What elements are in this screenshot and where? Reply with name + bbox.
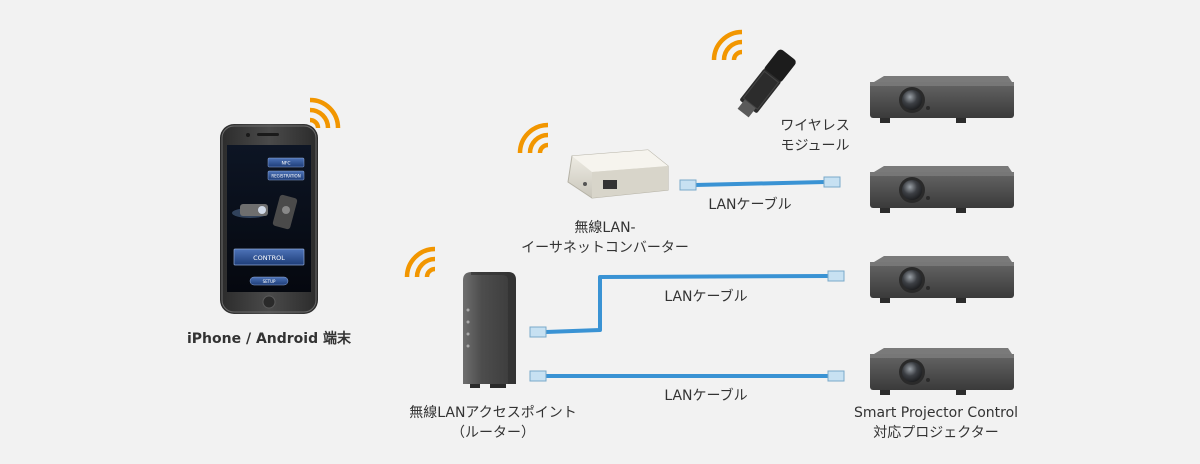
router-caption-line2: （ルーター） (451, 425, 535, 441)
lan-cable-router-projector-4 (529, 370, 845, 382)
projectors-caption-line2: 対応プロジェクター (873, 425, 999, 441)
converter-caption: 無線LAN- イーサネットコンバーター (480, 218, 730, 258)
lan-cable-label-3: LANケーブル (664, 388, 748, 404)
wireless-module-caption: ワイヤレス モジュール (750, 116, 880, 156)
projector-3 (870, 256, 1014, 303)
lan-cable-label-2: LANケーブル (664, 289, 748, 305)
router-caption-line1: 無線LANアクセスポイント (409, 405, 577, 421)
phone-setup-button-text: SETUP (263, 279, 276, 284)
phone-nfc-button-text: NFC (281, 161, 290, 167)
projector-4 (870, 348, 1014, 395)
smartphone: NFC REGISTRATION CONTROL SETUP (220, 124, 318, 314)
wireless-module-caption-line2: モジュール (780, 138, 850, 154)
converter-caption-line2: イーサネットコンバーター (521, 240, 689, 256)
projector-2 (870, 166, 1014, 213)
wireless-module (737, 49, 796, 118)
ethernet-converter (567, 149, 669, 199)
projectors-caption-line1: Smart Projector Control (853, 405, 1019, 421)
lan-cable-label-1: LANケーブル (708, 197, 792, 213)
wireless-module-caption-line1: ワイヤレス (780, 118, 850, 134)
wifi-icon (711, 29, 743, 61)
projectors-caption: Smart Projector Control 対応プロジェクター (826, 403, 1046, 443)
router (463, 272, 516, 388)
phone-registration-button-text: REGISTRATION (271, 174, 300, 179)
converter-caption-line1: 無線LAN- (574, 220, 636, 236)
projector-1 (870, 76, 1014, 123)
wifi-icon (517, 122, 549, 154)
router-caption: 無線LANアクセスポイント （ルーター） (388, 403, 598, 443)
phone-caption: iPhone / Android 端末 (186, 331, 351, 347)
lan-cable-router-projector-3 (529, 270, 845, 338)
phone-control-button-text: CONTROL (253, 254, 285, 262)
wifi-icon (309, 97, 341, 129)
lan-cable-converter-projector (679, 176, 841, 191)
wifi-icon (404, 246, 436, 278)
